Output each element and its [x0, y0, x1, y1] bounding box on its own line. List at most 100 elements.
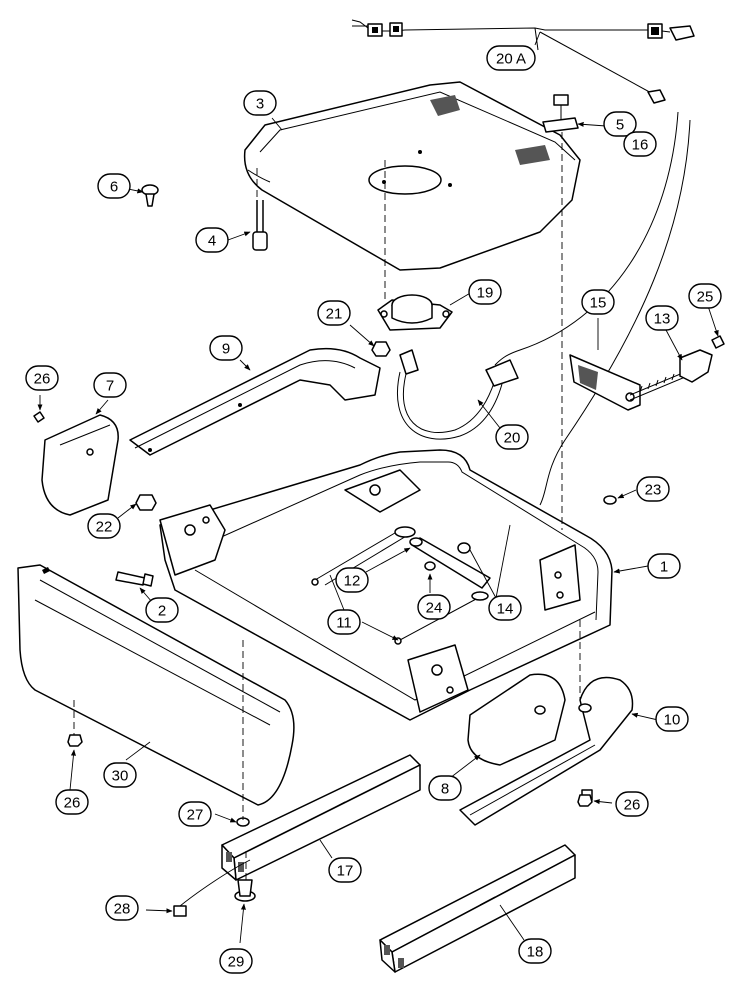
- callout-oval: [317, 300, 351, 326]
- plug-6: [141, 184, 159, 207]
- adjuster-plate: [569, 354, 641, 411]
- callout-oval: [327, 609, 361, 635]
- callout-label: 19: [477, 285, 494, 302]
- callout-oval: [468, 279, 502, 305]
- callout: 7: [93, 372, 127, 398]
- callout: 22: [87, 513, 121, 539]
- callout: 20: [495, 424, 529, 450]
- callout-label: 26: [624, 797, 641, 814]
- nut-22: [135, 494, 157, 511]
- callout-label: 13: [654, 311, 671, 328]
- bolt-26-right: [577, 794, 593, 807]
- callout-oval: [219, 948, 253, 974]
- washer-23: [603, 495, 617, 505]
- callout-oval: [603, 111, 637, 137]
- side-cover-7: [33, 411, 119, 516]
- callout-oval: [688, 283, 722, 309]
- callout-label: 20: [504, 430, 521, 447]
- callout: 21: [317, 300, 351, 326]
- callout-label: 27: [187, 807, 204, 824]
- callout: 9: [209, 335, 243, 361]
- callout: 10: [655, 706, 689, 732]
- callout-label: 10: [664, 712, 681, 729]
- callout-oval: [486, 45, 536, 71]
- callout: 4: [195, 227, 229, 253]
- base-frame: [159, 449, 613, 721]
- callout: 27: [178, 801, 212, 827]
- callout-label: 26: [34, 371, 51, 388]
- callout-oval: [55, 789, 89, 815]
- rail-channel-18: [379, 844, 576, 973]
- callout-label: 6: [110, 179, 118, 196]
- callout: 20 A: [486, 45, 536, 71]
- callout: 17: [328, 857, 362, 883]
- callout-label: 28: [114, 901, 131, 918]
- bolt-26-left: [67, 734, 83, 747]
- callout-oval: [647, 553, 681, 579]
- callout: 16: [623, 131, 657, 157]
- callout: 5: [603, 111, 637, 137]
- callout-oval: [145, 597, 179, 623]
- callout-label: 9: [222, 341, 230, 358]
- callout: 8: [428, 775, 462, 801]
- callout: 23: [636, 476, 670, 502]
- callout-label: 7: [106, 378, 114, 395]
- callout-oval: [428, 775, 462, 801]
- callout: 29: [219, 948, 253, 974]
- callout: 14: [488, 595, 522, 621]
- callout: 1: [647, 553, 681, 579]
- wire-harness-20: [397, 349, 519, 440]
- callout-label: 4: [208, 233, 216, 250]
- callout-oval: [417, 594, 451, 620]
- callout: 13: [645, 305, 679, 331]
- callout: 25: [688, 283, 722, 309]
- callout: 26: [615, 791, 649, 817]
- callout-label: 1: [660, 559, 668, 576]
- callout: 3: [243, 90, 277, 116]
- callout-label: 26: [64, 795, 81, 812]
- seat-pan: [243, 81, 581, 271]
- callout-oval: [93, 372, 127, 398]
- callout-oval: [518, 938, 552, 964]
- callout-oval: [488, 595, 522, 621]
- callout-label: 5: [616, 117, 624, 134]
- rail-channel-17: [221, 754, 421, 881]
- callout: 26: [55, 789, 89, 815]
- callout-oval: [195, 227, 229, 253]
- callout: 6: [97, 173, 131, 199]
- callout-label: 11: [336, 615, 352, 632]
- callout-oval: [87, 513, 121, 539]
- callout: 30: [103, 762, 137, 788]
- callout: 28: [105, 895, 139, 921]
- callout-oval: [615, 791, 649, 817]
- callout-label: 3: [256, 96, 264, 113]
- callout-oval: [655, 706, 689, 732]
- callout: 24: [417, 594, 451, 620]
- callout-label: 2: [158, 603, 166, 620]
- callout-oval: [335, 567, 369, 593]
- callout-label: 17: [337, 863, 354, 880]
- bolt-28: [173, 905, 187, 917]
- callout-label: 30: [112, 768, 129, 785]
- seat-switch: [377, 294, 453, 331]
- callout-oval: [623, 131, 657, 157]
- nut-21: [371, 341, 391, 357]
- slide-rail-9: [129, 347, 381, 456]
- callout: 11: [327, 609, 361, 635]
- callout-label: 22: [96, 519, 113, 536]
- callout-oval: [178, 801, 212, 827]
- bolt-2: [115, 571, 154, 587]
- nut-24: [424, 561, 436, 571]
- callout-oval: [636, 476, 670, 502]
- callout-label: 29: [228, 954, 245, 971]
- alignment-lines: [73, 132, 581, 880]
- callout-label: 16: [632, 137, 649, 154]
- callout-oval: [581, 289, 615, 315]
- front-panel: [17, 564, 295, 806]
- callout-label: 18: [527, 944, 544, 961]
- callout-label: 8: [441, 781, 449, 798]
- callout-label: 21: [326, 306, 343, 323]
- stud-29: [234, 879, 256, 902]
